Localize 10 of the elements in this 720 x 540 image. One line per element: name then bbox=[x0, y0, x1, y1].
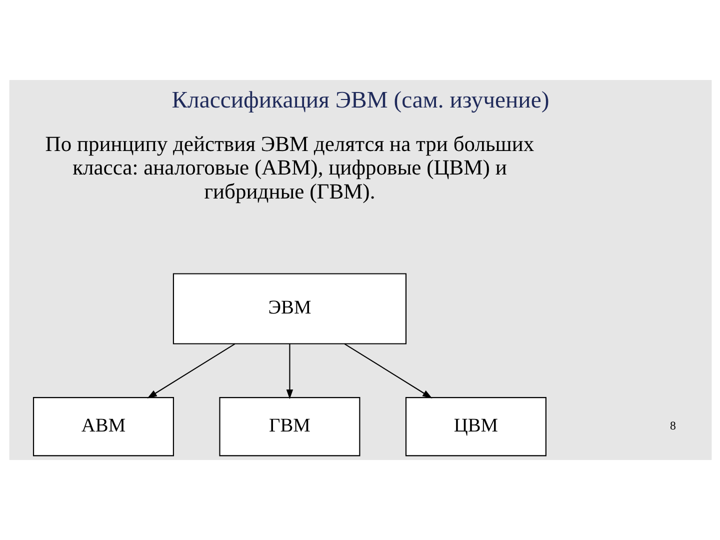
node-box: ЭВМ bbox=[172, 273, 406, 344]
arrow bbox=[146, 343, 235, 398]
arrow bbox=[344, 343, 432, 398]
label: По принципу действия ЭВМ делятся на три больших класса: аналоговые (АВМ), цифровые (ЦВМ) и гибридные (ГВМ). bbox=[44, 132, 534, 204]
node-box: ЦВМ bbox=[404, 397, 546, 456]
arrow bbox=[286, 344, 293, 400]
diagram-title: Классификация ЭВМ (сам. изучение) bbox=[171, 88, 549, 114]
label: 8 bbox=[669, 418, 676, 433]
node-box: ГВМ bbox=[218, 397, 360, 456]
node-box: АВМ bbox=[32, 397, 174, 456]
